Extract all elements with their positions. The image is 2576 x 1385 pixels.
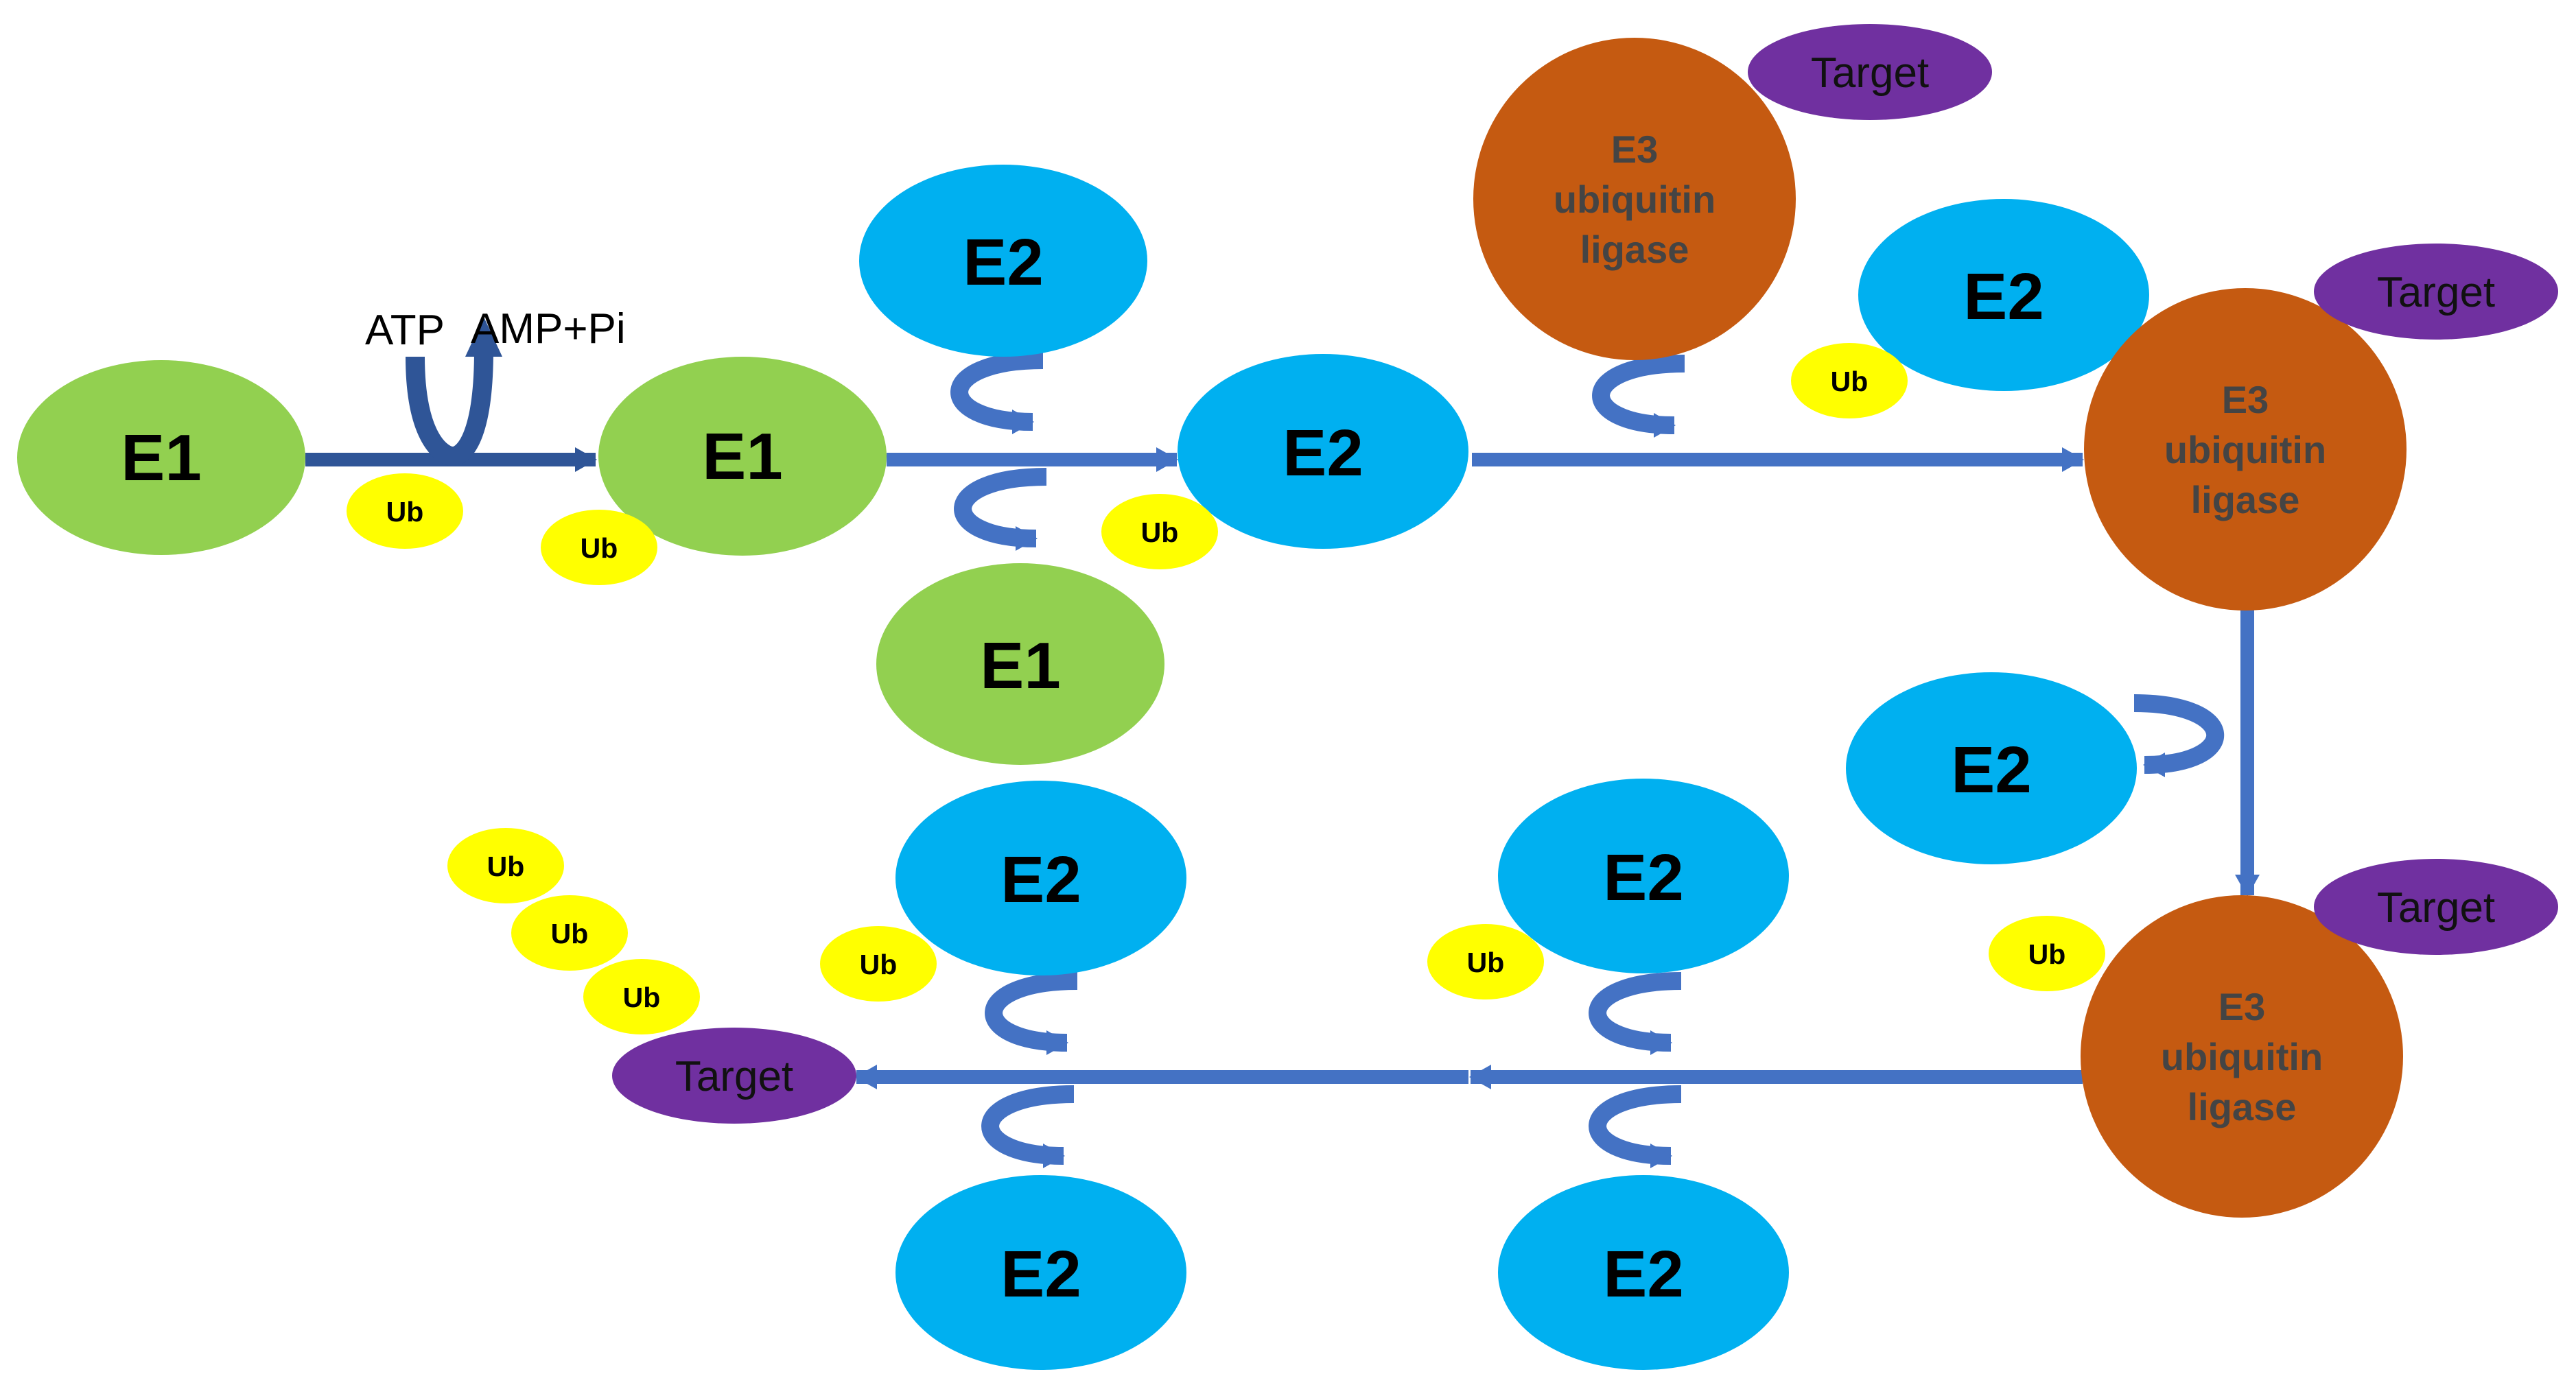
svg-text:E2: E2: [1951, 733, 2031, 807]
svg-text:E1: E1: [702, 420, 782, 493]
target-protein: Target: [1748, 24, 1992, 120]
svg-text:Target: Target: [675, 1053, 793, 1100]
curved-arrow: [1592, 355, 1685, 438]
atp-hook-arrow: [406, 317, 502, 466]
curved-arrow: [2133, 694, 2225, 777]
ubiquitin: Ub: [541, 510, 657, 585]
svg-text:E2: E2: [1000, 1238, 1081, 1311]
svg-text:E2: E2: [1283, 416, 1363, 490]
svg-text:Ub: Ub: [581, 532, 618, 564]
e1-enzyme: E1: [876, 563, 1164, 765]
svg-text:Target: Target: [2377, 884, 2495, 932]
svg-text:ubiquitin: ubiquitin: [2164, 428, 2326, 471]
e2-enzyme: E2: [859, 165, 1147, 357]
target-protein: Target: [2314, 859, 2558, 955]
ubiquitin: Ub: [1101, 494, 1218, 569]
svg-text:ubiquitin: ubiquitin: [1554, 178, 1716, 221]
e2-enzyme: E2: [895, 781, 1186, 975]
e1-enzyme: E1: [17, 360, 305, 555]
curved-arrow: [985, 972, 1078, 1055]
ubiquitin: Ub: [1427, 924, 1544, 999]
svg-text:Ub: Ub: [487, 851, 525, 882]
svg-text:Ub: Ub: [2028, 938, 2066, 970]
svg-text:ligase: ligase: [2188, 1085, 2297, 1128]
svg-text:E1: E1: [121, 421, 201, 495]
ubiquitin: Ub: [1989, 916, 2105, 991]
svg-text:Ub: Ub: [1831, 366, 1869, 397]
svg-text:Ub: Ub: [1467, 947, 1505, 978]
svg-text:Ub: Ub: [386, 496, 424, 528]
svg-text:Ub: Ub: [1141, 517, 1179, 548]
svg-text:E3: E3: [2218, 985, 2266, 1028]
curved-arrow: [981, 1085, 1075, 1168]
svg-text:Ub: Ub: [860, 949, 898, 980]
svg-text:E1: E1: [980, 629, 1060, 702]
e3-ubiquitin-ligase: E3 ubiquitin ligase: [1473, 38, 1796, 360]
svg-text:ligase: ligase: [2191, 478, 2300, 521]
e3-ubiquitin-ligase: E3 ubiquitin ligase: [2084, 288, 2407, 611]
svg-text:Target: Target: [1811, 49, 1929, 97]
svg-text:ubiquitin: ubiquitin: [2161, 1035, 2323, 1078]
ubiquitin: Ub: [511, 895, 628, 971]
e2-enzyme: E2: [1846, 672, 2137, 864]
curved-arrow: [1589, 1085, 1682, 1168]
svg-text:ligase: ligase: [1580, 228, 1689, 271]
atp-label: ATP: [365, 307, 445, 354]
ubiquitin: Ub: [820, 926, 937, 1002]
svg-text:E3: E3: [2222, 378, 2269, 421]
e3-ubiquitin-ligase: E3 ubiquitin ligase: [2081, 895, 2403, 1218]
svg-text:Ub: Ub: [623, 982, 661, 1013]
svg-text:E2: E2: [1963, 260, 2044, 333]
e2-enzyme: E2: [1178, 354, 1468, 549]
svg-text:E3: E3: [1611, 128, 1659, 171]
e2-enzyme: E2: [1858, 199, 2149, 391]
target-protein: Target: [612, 1028, 856, 1124]
ubiquitin: Ub: [1791, 343, 1908, 418]
e2-enzyme: E2: [895, 1175, 1186, 1370]
svg-text:E2: E2: [963, 226, 1043, 299]
svg-text:Target: Target: [2377, 269, 2495, 316]
svg-text:E2: E2: [1603, 1238, 1683, 1311]
curved-arrow: [954, 468, 1047, 551]
svg-text:E2: E2: [1000, 843, 1081, 916]
amp-pi-label: AMP+Pi: [471, 305, 626, 353]
svg-text:Ub: Ub: [551, 918, 589, 949]
e1-enzyme: E1: [598, 357, 887, 556]
ubiquitin: Ub: [347, 473, 463, 549]
e2-enzyme: E2: [1498, 1175, 1789, 1370]
curved-arrow: [1589, 972, 1682, 1055]
curved-arrow: [950, 351, 1044, 434]
ubiquitin: Ub: [583, 959, 700, 1034]
svg-text:E2: E2: [1603, 841, 1683, 914]
ubiquitin: Ub: [447, 828, 564, 903]
e2-enzyme: E2: [1498, 779, 1789, 973]
target-protein: Target: [2314, 244, 2558, 340]
